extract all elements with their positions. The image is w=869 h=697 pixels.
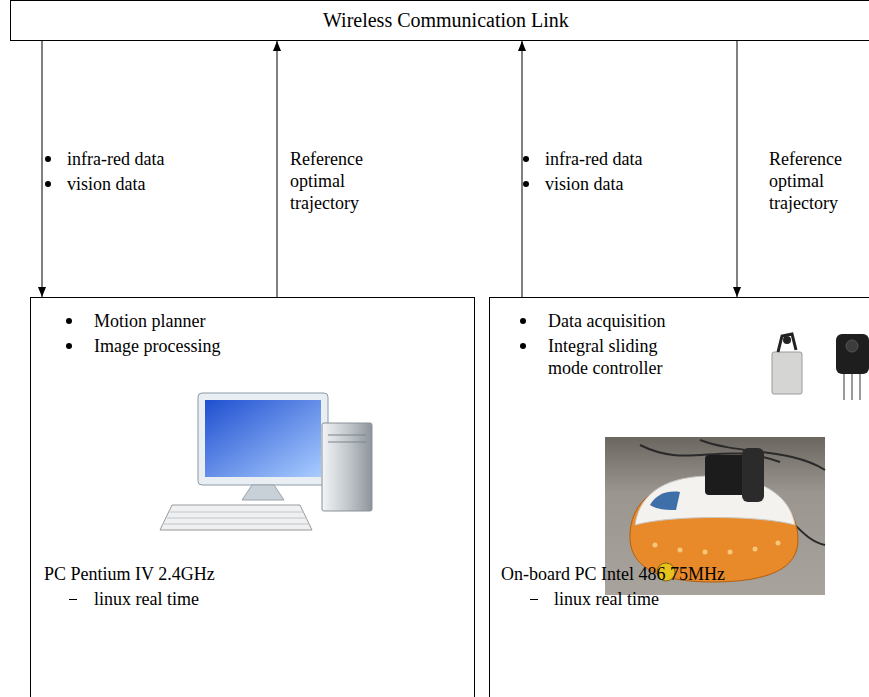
drive-slots xyxy=(328,435,366,442)
data-item: vision data xyxy=(545,173,624,195)
box-text: On-board PC Intel 486 75MHz xyxy=(501,563,725,585)
computer-tower xyxy=(322,423,372,511)
dot xyxy=(703,550,708,555)
monitor-screen xyxy=(205,400,321,477)
bullet-dot xyxy=(520,343,526,349)
camera-arm xyxy=(778,334,796,352)
computer-box: Motion plannerImage processing PC Pentium… xyxy=(30,297,475,697)
camera-sensor xyxy=(772,352,802,394)
box-text: linux real time xyxy=(554,588,659,610)
bullet-dot xyxy=(66,318,72,324)
data-arrow xyxy=(737,41,738,297)
box-text: PC Pentium IV 2.4GHz xyxy=(44,563,215,585)
sensor-pictures xyxy=(772,334,869,400)
bullet-dot xyxy=(523,156,529,162)
box-text: Image processing xyxy=(94,335,220,357)
bullet-dot xyxy=(520,318,526,324)
data-item: infra-red data xyxy=(545,148,642,170)
edge-label: Reference optimal trajectory xyxy=(290,148,385,214)
bullet-dot xyxy=(45,181,51,187)
robot-dots xyxy=(653,541,781,555)
bullet-dot xyxy=(45,156,51,162)
box-text: Motion planner xyxy=(94,310,205,332)
box-text: linux real time xyxy=(94,588,199,610)
camera-lens xyxy=(783,336,791,344)
box-text: Integral sliding mode controller xyxy=(548,335,698,379)
data-arrow xyxy=(42,41,43,297)
dash-marker xyxy=(530,599,538,600)
bullet-dot xyxy=(523,181,529,187)
dot xyxy=(753,547,758,552)
dot xyxy=(728,550,733,555)
dot xyxy=(776,541,781,546)
link-bar: Wireless Communication Link xyxy=(10,0,869,41)
computer-icon xyxy=(160,393,372,530)
computer-box: Data acquisitionIntegral sliding mode co… xyxy=(489,297,869,697)
edge-label: Reference optimal trajectory xyxy=(769,148,864,214)
dot xyxy=(678,548,683,553)
ir-sensor xyxy=(836,334,869,374)
ir-lens xyxy=(846,340,858,352)
keyboard-keys xyxy=(164,512,309,524)
keyboard xyxy=(160,505,312,530)
robot-window xyxy=(650,492,680,510)
monitor-stand xyxy=(242,485,284,500)
camera-lens xyxy=(742,448,764,502)
dot xyxy=(653,543,658,548)
data-arrow xyxy=(522,41,523,297)
data-item: infra-red data xyxy=(67,148,164,170)
data-item: vision data xyxy=(67,173,146,195)
bullet-dot xyxy=(66,343,72,349)
sensor-pins xyxy=(844,374,860,400)
box-text: Data acquisition xyxy=(548,310,665,332)
monitor-frame xyxy=(198,393,328,485)
data-arrow xyxy=(277,41,278,297)
dash-marker xyxy=(69,599,77,600)
link-title: Wireless Communication Link xyxy=(323,9,569,31)
